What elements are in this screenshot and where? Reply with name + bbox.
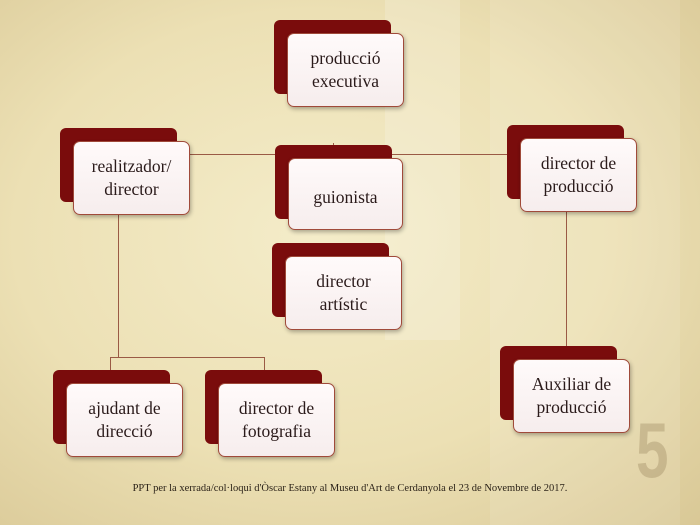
connector: [566, 212, 567, 347]
connector: [110, 357, 111, 371]
node-label: director de producció: [520, 138, 637, 212]
node-produccio-executiva: producció executiva: [274, 20, 404, 107]
node-ajudant-direccio: ajudant de direcció: [53, 370, 183, 457]
node-guionista: guionista: [275, 145, 403, 230]
node-label: Auxiliar de producció: [513, 359, 630, 433]
node-label: guionista: [288, 158, 403, 230]
node-director-fotografia: director de fotografia: [205, 370, 335, 457]
background-decoration: [490, 0, 680, 525]
connector: [264, 357, 265, 371]
connector: [118, 214, 119, 358]
node-realitzador-director: realitzador/ director: [60, 128, 190, 215]
node-label: ajudant de direcció: [66, 383, 183, 457]
node-auxiliar-produccio: Auxiliar de producció: [500, 346, 630, 433]
node-label: director artístic: [285, 256, 402, 330]
connector: [110, 357, 265, 358]
node-label: producció executiva: [287, 33, 404, 107]
node-label: director de fotografia: [218, 383, 335, 457]
node-label: realitzador/ director: [73, 141, 190, 215]
slide-number: 5: [636, 406, 669, 494]
node-director-produccio: director de producció: [507, 125, 637, 212]
footer-caption: PPT per la xerrada/col·loqui d'Òscar Est…: [132, 483, 568, 494]
node-director-artistic: director artístic: [272, 243, 402, 330]
